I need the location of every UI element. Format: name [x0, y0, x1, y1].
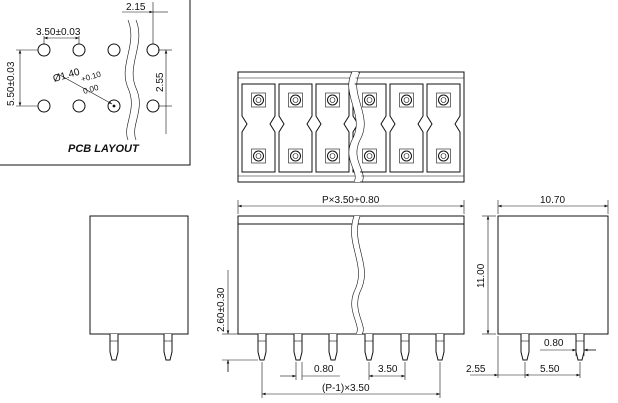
pcb-hole [107, 43, 121, 57]
top-view [237, 71, 465, 183]
dim-front-width: P×3.50+0.80 [322, 195, 380, 206]
screw-square [362, 148, 377, 164]
dim-front-pin-width: 0.80 [314, 364, 334, 375]
end-view [89, 215, 189, 361]
screw-square [251, 92, 266, 108]
screw-icon [327, 94, 338, 106]
pcb-hole [37, 43, 51, 57]
pin [109, 334, 119, 361]
pcb-layout-frame [0, 0, 191, 166]
dim-side-row-pitch: 5.50 [540, 364, 560, 375]
contact-cell [278, 83, 313, 173]
dim-side-height: 11.00 [476, 263, 487, 288]
screw-icon [253, 94, 264, 106]
pin [328, 334, 338, 361]
screw-square [288, 148, 303, 164]
top-view-contacts [241, 83, 461, 173]
dim-pcb-offset-y: 2.55 [155, 72, 166, 92]
hole-diameter: Ø1.40 [52, 67, 82, 85]
screw-square [288, 92, 303, 108]
dim-front-height: 2.60±0.30 [216, 287, 227, 332]
screw-icon [401, 150, 412, 162]
screw-square [436, 148, 451, 164]
end-view-outline [89, 215, 189, 335]
pin [400, 334, 410, 361]
dim-pcb-pitch: 3.50±0.03 [36, 27, 81, 38]
break-line [124, 19, 132, 141]
dim-pcb-row-pitch: 5.50±0.03 [6, 61, 17, 106]
dim-side-pin-width: 0.80 [544, 338, 564, 349]
screw-square [325, 92, 340, 108]
contact-cell [389, 83, 424, 173]
screw-square [399, 92, 414, 108]
screw-icon [364, 150, 375, 162]
break-line [132, 19, 140, 141]
pcb-layout-panel: 3.50±0.03 2.15 5.50±0.03 2.55 Ø1.40 +0.1… [0, 0, 191, 166]
pcb-hole [72, 43, 86, 57]
screw-icon [290, 150, 301, 162]
dim-front-span: (P-1)×3.50 [322, 383, 370, 394]
screw-square [436, 92, 451, 108]
screw-square [325, 148, 340, 164]
screw-square [362, 92, 377, 108]
screw-square [399, 148, 414, 164]
dim-pcb-offset-x: 2.15 [126, 2, 146, 13]
screw-icon [327, 150, 338, 162]
pin [435, 334, 445, 361]
pcb-hole [146, 99, 160, 113]
screw-square [251, 148, 266, 164]
dim-front-pitch: 3.50 [378, 364, 398, 375]
side-view: 10.70 11.00 0.80 5.50 2.55 [466, 195, 609, 378]
pcb-hole [146, 43, 160, 57]
contact-cell [315, 83, 350, 173]
screw-icon [438, 150, 449, 162]
pin [257, 334, 267, 361]
screw-icon [364, 94, 375, 106]
screw-icon [253, 150, 264, 162]
pcb-hole [37, 99, 51, 113]
pin [364, 334, 374, 361]
front-view: P×3.50+0.80 2.60±0.30 0.80 3.50 (P-1)×3.… [216, 195, 465, 398]
side-view-outline [497, 215, 609, 335]
pin [293, 334, 303, 361]
hole-tol-minus: 0.00 [82, 83, 100, 96]
contact-cell [241, 83, 276, 173]
screw-icon [401, 94, 412, 106]
dim-side-offset: 2.55 [466, 364, 486, 375]
front-view-pins [257, 334, 445, 361]
top-view-outline [237, 71, 465, 183]
screw-icon [290, 94, 301, 106]
pcb-layout-title: PCB LAYOUT [68, 143, 140, 155]
contact-cell [426, 83, 461, 173]
hole-tol-plus: +0.10 [80, 70, 102, 84]
pcb-hole [107, 99, 121, 113]
pcb-hole [72, 99, 86, 113]
pin [575, 334, 585, 361]
pin [520, 334, 530, 361]
front-view-outline [237, 215, 465, 335]
pin [163, 334, 173, 361]
screw-icon [438, 94, 449, 106]
dim-side-depth: 10.70 [540, 195, 565, 206]
